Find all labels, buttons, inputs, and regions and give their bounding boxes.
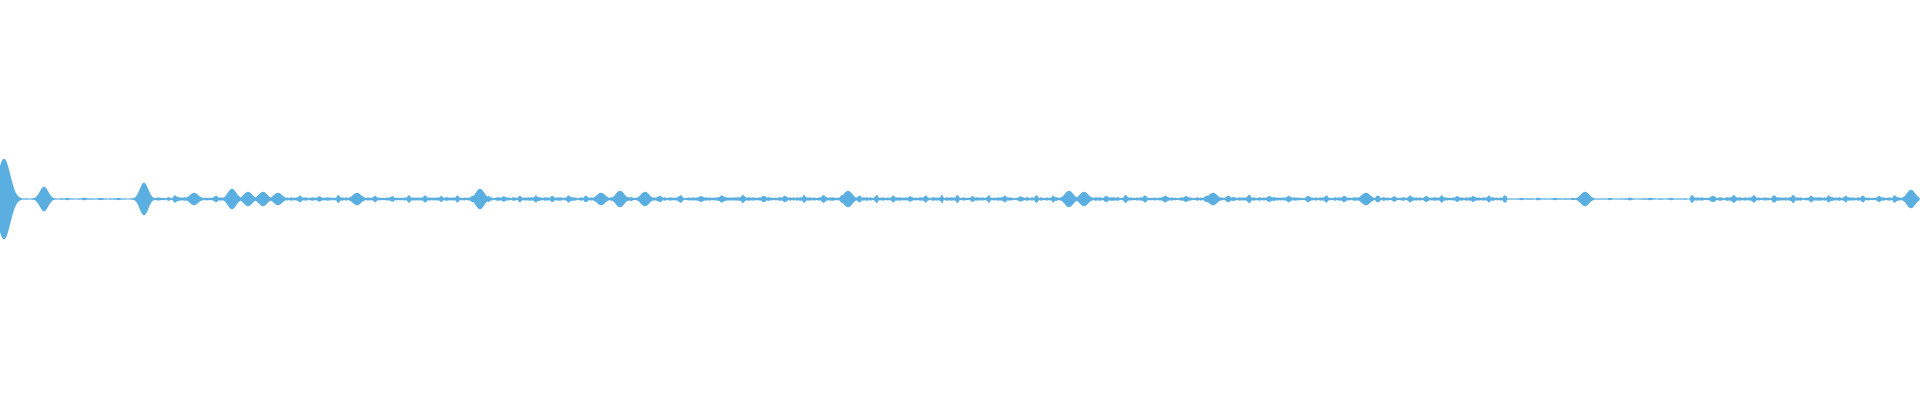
waveform-group [0,158,1920,240]
